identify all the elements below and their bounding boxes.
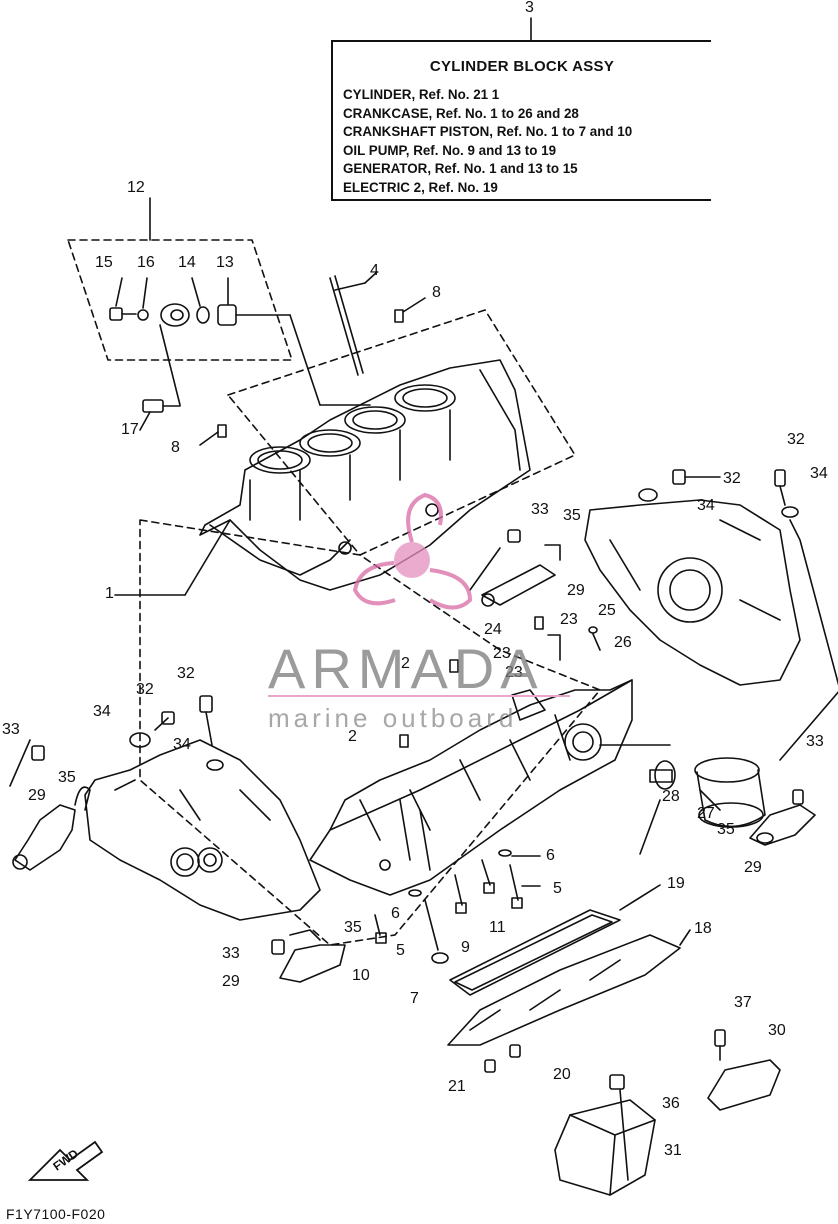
callout: 8 (432, 284, 441, 301)
callout: 31 (664, 1142, 682, 1159)
callout: 7 (410, 990, 419, 1007)
crank-bolts (374, 849, 541, 964)
oil-filter (694, 757, 766, 828)
fwd-arrow (27, 1140, 104, 1181)
callout: 29 (744, 859, 762, 876)
callout: 13 (216, 254, 234, 271)
callout: 11 (489, 919, 506, 936)
callout: 29 (567, 582, 585, 599)
callout: 6 (546, 847, 555, 864)
legend-line: GENERATOR, Ref. No. 1 and 13 to 15 (343, 161, 578, 177)
callout: 36 (662, 1095, 680, 1112)
legend-line: ELECTRIC 2, Ref. No. 19 (343, 179, 498, 195)
callout: 1 (105, 585, 114, 602)
group-12-dashed-box (67, 239, 293, 361)
callout: 9 (461, 939, 470, 956)
callout: 27 (697, 805, 715, 822)
callout: 20 (553, 1066, 571, 1083)
watermark-brand: ARMADA (268, 637, 544, 700)
legend-title: CYLINDER BLOCK ASSY (429, 58, 615, 75)
watermark-tagline: marine outboard (268, 703, 518, 733)
callout: 34 (810, 465, 828, 482)
callout: 15 (95, 254, 113, 271)
legend-line: CYLINDER, Ref. No. 21 1 (343, 87, 500, 102)
callout: 12 (127, 179, 145, 196)
callout: 29 (28, 787, 46, 804)
callout: 34 (173, 736, 191, 753)
legend-lines: CYLINDER, Ref. No. 21 1 CRANKCASE, Ref. … (343, 86, 632, 198)
callout: 30 (768, 1022, 786, 1039)
legend-line: CRANKCASE, Ref. No. 1 to 26 and 28 (343, 105, 579, 121)
electric-box (554, 1074, 656, 1196)
callout: 32 (723, 470, 741, 487)
callout: 32 (787, 431, 805, 448)
generator-cover (584, 499, 801, 686)
crankcase-lower (84, 739, 321, 921)
callout: 34 (93, 703, 111, 720)
callout: 33 (531, 501, 549, 518)
callout: 32 (177, 665, 195, 682)
callout: 26 (614, 634, 632, 651)
callout: 23 (505, 664, 523, 681)
callout: 35 (563, 507, 581, 524)
callout: 29 (222, 973, 240, 990)
callout: 28 (662, 788, 680, 805)
callout: 5 (396, 942, 405, 959)
callout: 35 (58, 769, 76, 786)
callout: 16 (137, 254, 155, 271)
cylinder-dashed-outline (227, 309, 576, 556)
callout: 32 (136, 681, 154, 698)
oil-pressure-parts (109, 277, 371, 431)
watermark-divider (268, 695, 570, 697)
callout: 2 (348, 728, 357, 745)
callout: 24 (484, 621, 502, 638)
callout: 35 (344, 919, 362, 936)
diagram-code: F1Y7100-F020 (6, 1206, 106, 1222)
callout: 17 (121, 421, 139, 438)
callout: 21 (448, 1078, 466, 1095)
callout: 4 (370, 262, 379, 279)
callout: 34 (697, 497, 715, 514)
oil-pan-gasket (449, 909, 621, 996)
legend-box: CYLINDER BLOCK ASSY CYLINDER, Ref. No. 2… (331, 40, 711, 201)
callout: 33 (222, 945, 240, 962)
callout: 33 (2, 721, 20, 738)
callout: 23 (493, 645, 511, 662)
callout: 33 (806, 733, 824, 750)
callout: 23 (560, 611, 578, 628)
callout: 19 (667, 875, 685, 892)
callout: 35 (717, 821, 735, 838)
callout: 8 (171, 439, 180, 456)
legend-line: CRANKSHAFT PISTON, Ref. No. 1 to 7 and 1… (343, 124, 633, 140)
legend-ref-number: 3 (525, 0, 534, 16)
callout: 18 (694, 920, 712, 937)
legend-line: OIL PUMP, Ref. No. 9 and 13 to 19 (343, 142, 557, 158)
crankcase-upper (309, 679, 633, 896)
oil-pan (447, 934, 681, 1046)
callout: 10 (352, 967, 370, 984)
crankcase-dashed-outline (139, 519, 601, 946)
callout: 6 (391, 905, 400, 922)
left-mount-parts (9, 739, 91, 871)
callout: 25 (598, 602, 616, 619)
callout: 37 (734, 994, 752, 1011)
cylinder-block (199, 359, 531, 591)
watermark-logo (352, 492, 473, 610)
callout: 5 (553, 880, 562, 897)
callout: 14 (178, 254, 196, 271)
callout: 2 (401, 655, 410, 672)
